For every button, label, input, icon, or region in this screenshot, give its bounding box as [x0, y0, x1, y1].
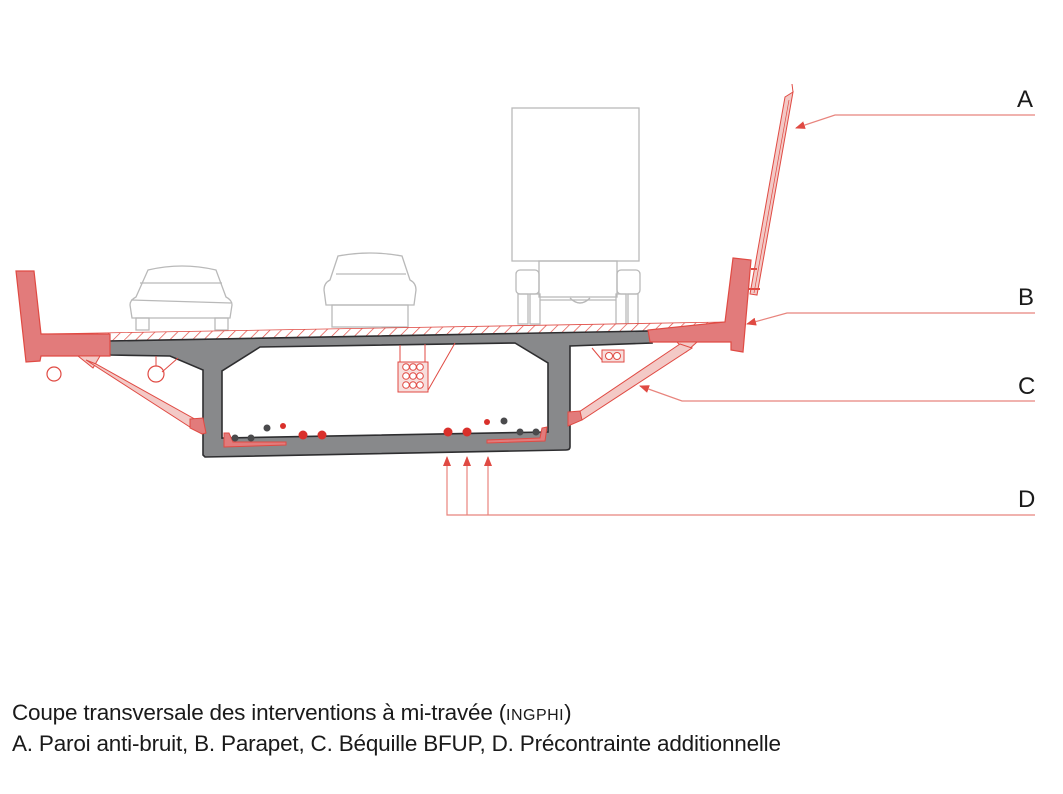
- leader-A: [795, 114, 1035, 129]
- right-strut: [567, 341, 699, 427]
- box-girder-concrete: [107, 330, 653, 458]
- car-icon-2: [323, 252, 417, 328]
- right-parapet: [647, 257, 752, 353]
- caption-title-text: Coupe transversale des interventions à m…: [12, 700, 506, 725]
- tendon-anchor-right: [486, 426, 548, 444]
- noise-wall: [749, 83, 794, 296]
- caption-title-close: ): [564, 700, 572, 725]
- leader-B: [746, 312, 1035, 326]
- vehicles: [129, 107, 641, 331]
- leader-D: [443, 456, 1035, 516]
- callout-label-c: C: [1018, 373, 1036, 400]
- left-strut: [46, 355, 207, 435]
- caption-title: Coupe transversale des interventions à m…: [12, 700, 572, 725]
- callout-label-b: B: [1018, 284, 1035, 311]
- left-parapet: [15, 270, 111, 363]
- utility-ducts: [397, 342, 625, 393]
- truck-icon: [511, 107, 641, 325]
- tendon-anchor-left: [223, 432, 287, 448]
- caption-legend: A. Paroi anti-bruit, B. Parapet, C. Béqu…: [12, 731, 781, 756]
- callout-label-d: D: [1018, 486, 1036, 513]
- bridge-cross-section-diagram: [15, 83, 1035, 516]
- leader-C: [639, 385, 1035, 402]
- prestressing-tendons: [231, 417, 540, 442]
- caption-source: INGPHI: [506, 707, 565, 724]
- callout-label-a: A: [1017, 86, 1034, 113]
- callout-leaders: [443, 114, 1035, 516]
- car-icon-1: [129, 265, 233, 331]
